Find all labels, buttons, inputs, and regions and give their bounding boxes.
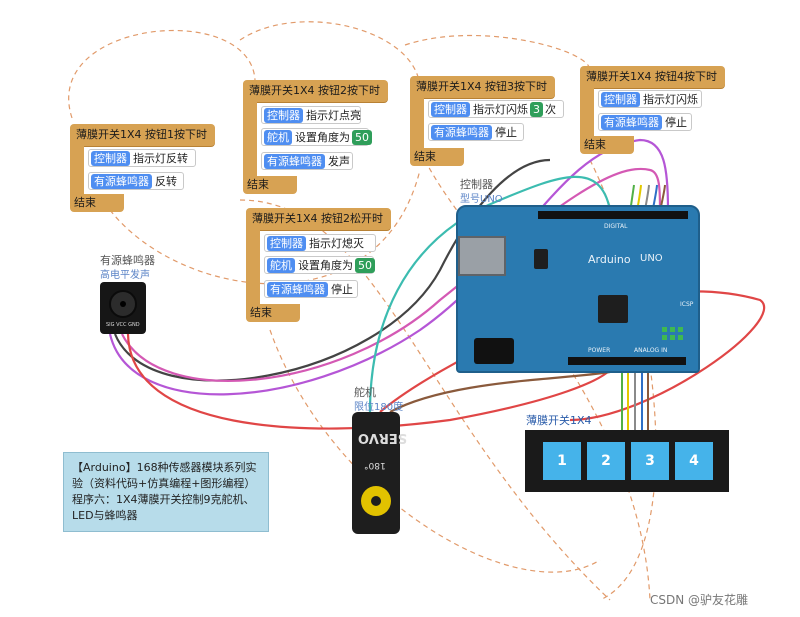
keypad-key-4[interactable]: 4 bbox=[675, 442, 713, 480]
stmt-text: 设置角度为 bbox=[295, 131, 350, 144]
stmt-servo[interactable]: 舵机 设置角度为 50 bbox=[264, 256, 375, 274]
angle-value[interactable]: 50 bbox=[352, 129, 372, 145]
stmt-text: 停止 bbox=[495, 126, 517, 139]
servo-tag: 舵机 bbox=[264, 129, 292, 145]
stmt-text: 发声 bbox=[328, 155, 350, 168]
block-end: 结束 bbox=[70, 194, 124, 212]
controller-tag: 控制器 bbox=[431, 101, 470, 117]
block-hat: 薄膜开关1X4 按钮4按下时 bbox=[580, 66, 726, 88]
blink-count-value[interactable]: 3 bbox=[530, 101, 543, 117]
buzzer-tag: 有源蜂鸣器 bbox=[267, 281, 328, 297]
angle-value[interactable]: 50 bbox=[355, 257, 375, 273]
dashed-arc bbox=[404, 34, 591, 71]
controller-tag: 控制器 bbox=[91, 150, 130, 166]
controller-sub: 型号UNO bbox=[460, 194, 503, 205]
block-hat: 薄膜开关1X4 按钮2松开时 bbox=[246, 208, 392, 230]
buzzer-tag: 有源蜂鸣器 bbox=[264, 153, 325, 169]
dashed-arc bbox=[68, 29, 256, 119]
stmt-buzzer[interactable]: 有源蜂鸣器 停止 bbox=[264, 280, 358, 298]
buzzer-tag: 有源蜂鸣器 bbox=[431, 124, 492, 140]
buzzer-tag: 有源蜂鸣器 bbox=[91, 173, 152, 189]
buzzer-pins: SIG VCC GND bbox=[106, 322, 140, 328]
keypad-label: 薄膜开关1X4 bbox=[526, 414, 592, 427]
stmt-text: 指示灯闪烁 bbox=[643, 93, 698, 106]
dashed-arc bbox=[109, 169, 421, 285]
membrane-keypad-1x4[interactable]: 1 2 3 4 bbox=[525, 430, 729, 492]
stmt-text: 停止 bbox=[331, 283, 353, 296]
buzzer-sub: 高电平发声 bbox=[100, 270, 150, 281]
stmt-text: 停止 bbox=[665, 116, 687, 129]
stmt-controller[interactable]: 控制器 指示灯闪烁 3 次 bbox=[428, 100, 564, 118]
stmt-controller[interactable]: 控制器 指示灯熄灭 bbox=[264, 234, 376, 252]
stmt-controller[interactable]: 控制器 指示灯闪烁 bbox=[598, 90, 702, 108]
keypad-key-3[interactable]: 3 bbox=[631, 442, 669, 480]
controller-tag: 控制器 bbox=[267, 235, 306, 251]
servo-angle-text: 180° bbox=[364, 460, 386, 470]
dashed-arc bbox=[269, 329, 601, 573]
block-end: 结束 bbox=[243, 176, 297, 194]
stmt-suffix: 次 bbox=[545, 103, 556, 116]
block-hat: 薄膜开关1X4 按钮1按下时 bbox=[70, 124, 216, 146]
buzzer-tag: 有源蜂鸣器 bbox=[601, 114, 662, 130]
stmt-text: 指示灯闪烁 bbox=[473, 103, 528, 116]
board-analog-label: ANALOG IN bbox=[634, 347, 668, 354]
servo-text: SERVO bbox=[358, 430, 408, 445]
block-end: 结束 bbox=[246, 304, 300, 322]
stmt-buzzer[interactable]: 有源蜂鸣器 停止 bbox=[598, 113, 692, 131]
dashed-arc bbox=[589, 159, 657, 601]
stmt-controller[interactable]: 控制器 指示灯点亮 bbox=[261, 106, 361, 124]
wire-brown bbox=[389, 370, 611, 413]
servo-sub: 限位180度 bbox=[354, 402, 404, 413]
block-hat: 薄膜开关1X4 按钮2按下时 bbox=[243, 80, 389, 102]
block-end: 结束 bbox=[580, 136, 634, 154]
wire-red bbox=[379, 290, 766, 422]
wire-black bbox=[113, 158, 551, 382]
stmt-text: 反转 bbox=[155, 175, 177, 188]
stmt-controller[interactable]: 控制器 指示灯反转 bbox=[88, 149, 196, 167]
stmt-text: 指示灯熄灭 bbox=[309, 237, 364, 250]
keypad-key-1[interactable]: 1 bbox=[543, 442, 581, 480]
description-note: 【Arduino】168种传感器模块系列实验（资料代码+仿真编程+图形编程）程序… bbox=[63, 452, 269, 532]
dashed-arc bbox=[239, 21, 421, 91]
block-end: 结束 bbox=[410, 148, 464, 166]
board-digital-label: DIGITAL bbox=[604, 223, 628, 230]
stmt-text: 设置角度为 bbox=[298, 259, 353, 272]
controller-label: 控制器 bbox=[460, 178, 493, 191]
buzzer-label: 有源蜂鸣器 bbox=[100, 254, 155, 267]
servo-label: 舵机 bbox=[354, 386, 376, 399]
board-brand: Arduino bbox=[588, 253, 631, 266]
stmt-buzzer[interactable]: 有源蜂鸣器 停止 bbox=[428, 123, 524, 141]
keypad-key-2[interactable]: 2 bbox=[587, 442, 625, 480]
stmt-text: 指示灯反转 bbox=[133, 152, 188, 165]
usb-port bbox=[458, 236, 506, 276]
stmt-buzzer[interactable]: 有源蜂鸣器 发声 bbox=[261, 152, 353, 170]
controller-tag: 控制器 bbox=[601, 91, 640, 107]
board-model: UNO bbox=[640, 253, 663, 264]
board-power-label: POWER bbox=[588, 347, 611, 354]
block-hat: 薄膜开关1X4 按钮3按下时 bbox=[410, 76, 556, 98]
controller-tag: 控制器 bbox=[264, 107, 303, 123]
watermark: CSDN @驴友花雕 bbox=[650, 593, 749, 607]
stmt-buzzer[interactable]: 有源蜂鸣器 反转 bbox=[88, 172, 184, 190]
servo-tag: 舵机 bbox=[267, 257, 295, 273]
stmt-text: 指示灯点亮 bbox=[306, 109, 361, 122]
power-jack bbox=[474, 338, 514, 364]
active-buzzer[interactable]: SIG VCC GND bbox=[100, 282, 146, 334]
board-icsp-label: ICSP bbox=[680, 301, 694, 308]
stmt-servo[interactable]: 舵机 设置角度为 50 bbox=[261, 128, 372, 146]
servo-motor[interactable]: SERVO 180° bbox=[352, 412, 407, 534]
